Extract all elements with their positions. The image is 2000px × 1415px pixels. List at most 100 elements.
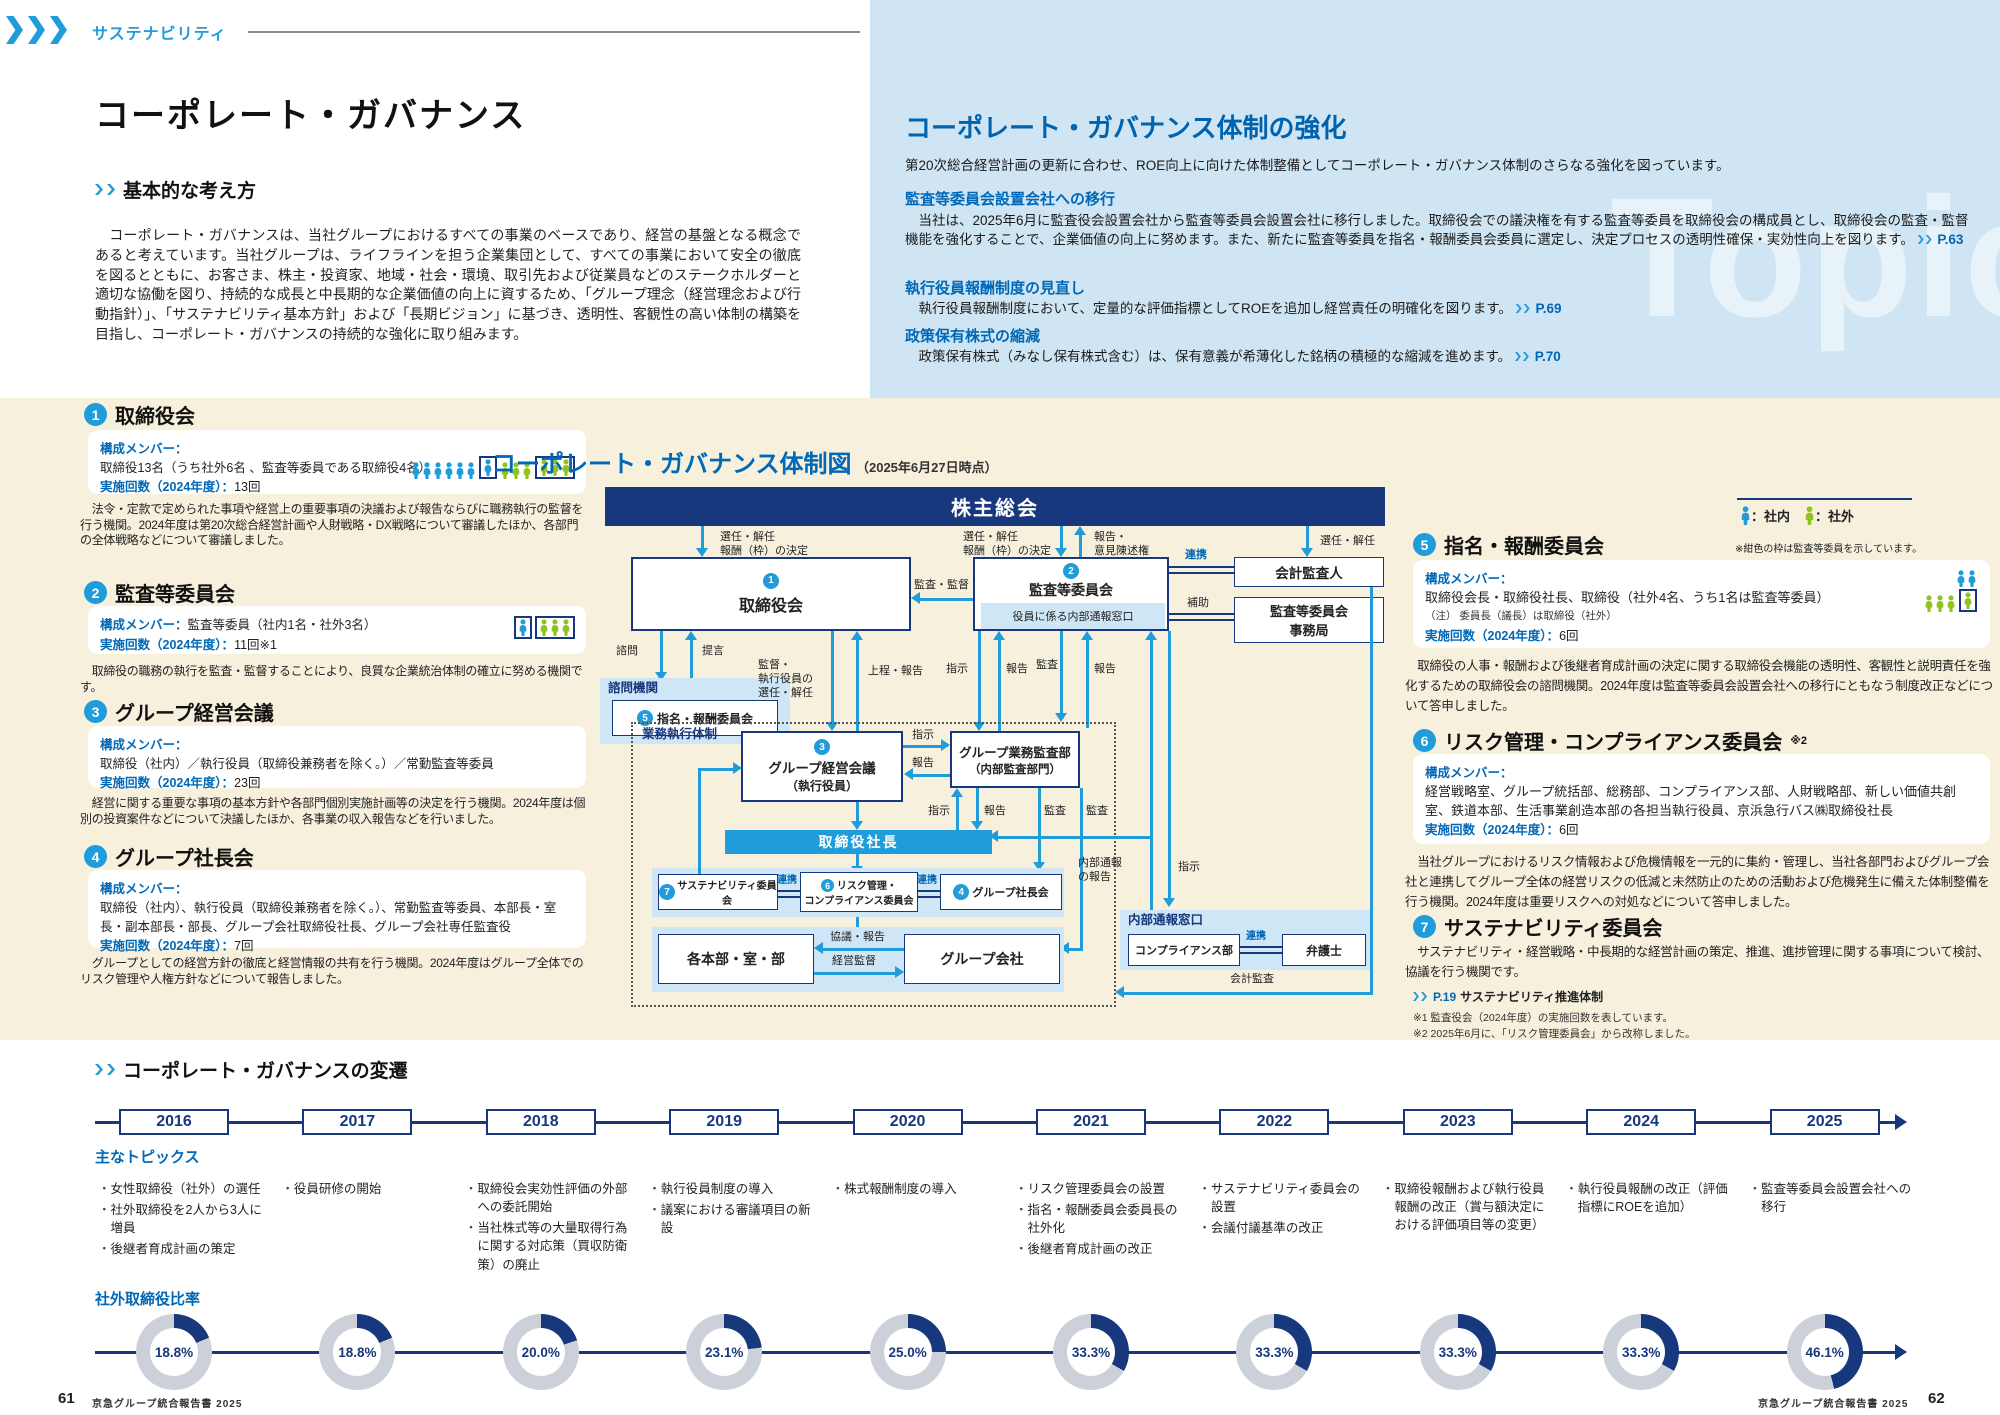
timeline-topic-item: ・議案における審議項目の新設 — [648, 1203, 811, 1236]
page-ref-link[interactable]: P.69 — [1515, 301, 1561, 316]
donut-value: 33.3% — [1433, 1328, 1482, 1376]
booklet-title-right: 京急グループ統合報告書 2025 — [1758, 1399, 1909, 1410]
edge-label: 報告 — [1006, 663, 1028, 675]
edge-label: 連携 — [777, 875, 797, 886]
node-board: 1 取締役会 — [631, 557, 911, 631]
edge-label: 会計監査 — [1230, 973, 1274, 985]
board-desc: 法令・定款で定められた事項や経営上の重要事項の決議および報告ならびに職務執行の監… — [80, 502, 584, 547]
donut-value: 33.3% — [1067, 1328, 1115, 1376]
hotline-label: 内部通報窓口 — [1128, 913, 1204, 927]
count-label: 実施回数（2024年度）： — [100, 776, 235, 790]
member-label: 構成メンバー： — [100, 618, 188, 632]
count-label: 実施回数（2024年度）： — [1425, 823, 1560, 837]
node-accounting-auditor: 会計監査人 — [1234, 557, 1384, 587]
footnote: ※1 監査役会（2024年度）の実施回数を表しています。 — [1413, 1012, 1674, 1024]
member-value: 取締役（社内）、執行役員（取締役兼務者を除く。）、常勤監査等委員、本部長・室長・… — [100, 901, 557, 934]
edge-label: 指示 — [912, 729, 934, 741]
count-value: 6回 — [1559, 823, 1579, 837]
timeline-year: 2018 — [485, 1109, 596, 1135]
edge-label: 監査 — [1044, 805, 1066, 817]
outside-director-ratio-donut: 33.3% — [1236, 1314, 1313, 1390]
sustainability-link[interactable]: P.19 サステナビリティ推進体制 — [1413, 988, 1603, 1005]
person-inside-icon-group — [479, 456, 497, 479]
outside-director-ratio-donut: 33.3% — [1053, 1314, 1129, 1390]
page-ref-link[interactable]: P.70 — [1514, 349, 1561, 364]
timeline-year: 2023 — [1402, 1109, 1513, 1135]
timeline-arrow-icon — [1895, 1114, 1907, 1130]
node-audit-dept: グループ業務監査部 （内部監査部門） — [950, 731, 1080, 788]
topic-item-body: 当社は、2025年6月に監査役会設置会社から監査等委員会設置会社に移行しました。… — [905, 211, 1980, 249]
group-mgmt-card: 構成メンバー： 取締役（社内）／執行役員（取締役兼務者を除く。）／常勤監査等委員… — [88, 726, 586, 790]
chevron-icon — [50, 16, 67, 44]
count-value: 6回 — [1559, 629, 1579, 643]
timeline-topic-item: ・株式報酬制度の導入 — [831, 1182, 957, 1196]
edge-label: 諮問 — [616, 645, 638, 657]
timeline-topic-item: ・取締役会実効性評価の外部への委託開始 — [464, 1182, 628, 1215]
ratio-arrow-icon — [1895, 1344, 1907, 1360]
topic-item-heading: 監査等委員会設置会社への移行 — [905, 191, 1116, 208]
person-outside-icon-group — [1924, 595, 1956, 612]
timeline-topic-item: ・当社株式等の大量取得行為に関する対応策（買収防衛策）の廃止 — [464, 1221, 628, 1272]
edge-label: 報告 — [984, 805, 1006, 817]
board-card: 構成メンバー： 取締役13名（うち社外6名 、監査等委員である取締役4名） 実施… — [88, 430, 586, 494]
edge-label: 選任・解任 — [1320, 535, 1375, 547]
count-label: 実施回数（2024年度）： — [1425, 629, 1560, 643]
topic-watermark: Topic — [1610, 163, 2000, 353]
count-value: 13回 — [234, 480, 261, 494]
outside-director-ratio-donut: 33.3% — [1603, 1314, 1680, 1390]
header-rule — [248, 31, 860, 33]
edge-label: 監査・監督 — [914, 579, 969, 591]
timeline-year: 2019 — [669, 1109, 780, 1135]
timeline-topic-item: ・執行役員制度の導入 — [648, 1182, 774, 1196]
node-audit-committee: 2 監査等委員会 役員に係る内部通報窓口 — [973, 557, 1169, 631]
node-group-companies: グループ会社 — [904, 934, 1060, 984]
topic-panel: Topic コーポレート・ガバナンス体制の強化 第20次総合経営計画の更新に合わ… — [870, 0, 2000, 398]
ratio-label: 社外取締役比率 — [95, 1291, 201, 1308]
member-label: 構成メンバー： — [100, 442, 188, 456]
member-label: 構成メンバー： — [100, 882, 188, 896]
edge-label: 指示 — [1178, 861, 1200, 873]
outside-director-ratio-donut: 33.3% — [1419, 1314, 1496, 1390]
chevron-icon — [107, 1064, 115, 1075]
edge-label: 監査 — [1086, 805, 1108, 817]
legend-note: ※紺色の枠は監査等委員を示しています。 — [1735, 544, 1923, 555]
member-note: （注） 委員長（議長）は取締役（社外） — [1425, 610, 1617, 622]
edge-label: 監査 — [1036, 659, 1058, 671]
intro-body: コーポレート・ガバナンスは、当社グループにおけるすべての事業のベースであり、経営… — [95, 227, 801, 342]
timeline-topic-item: ・後継者育成計画の策定 — [98, 1242, 236, 1257]
outside-director-ratio-donut: 46.1% — [1786, 1314, 1863, 1390]
timeline-topic-item: ・取締役報酬および執行役員報酬の改正（賞与額決定における評価項目等の変更） — [1381, 1182, 1545, 1233]
node-shareholders: 株主総会 — [605, 487, 1385, 526]
page-ref-link[interactable]: P.63 — [1917, 232, 1963, 247]
topic-panel-intro: 第20次総合経営計画の更新に合わせ、ROE向上に向けた体制整備としてコーポレート… — [905, 158, 1730, 173]
timeline-topic-item: ・リスク管理委員会の設置 — [1015, 1182, 1166, 1196]
presidents-council-desc: グループとしての経営方針の徹底と経営情報の共有を行う機関。2024年度はグループ… — [80, 956, 584, 986]
outside-director-ratio-donut: 20.0% — [502, 1314, 579, 1390]
node-audit-secretariat: 監査等委員会 事務局 — [1234, 597, 1384, 643]
audit-committee-card: 構成メンバー：監査等委員（社内1名・社外3名） 実施回数（2024年度）：11回… — [88, 606, 586, 654]
timeline-topics: ・役員研修の開始 — [281, 1180, 451, 1201]
member-value: 監査等委員（社内1名・社外3名） — [187, 618, 377, 632]
chevron-icon — [6, 16, 23, 44]
exec-system-label: 業務執行体制 — [642, 727, 718, 741]
outside-director-ratio-donut: 18.8% — [136, 1314, 212, 1390]
timeline-topics: ・リスク管理委員会の設置・指名・報酬委員会委員長の社外化・後継者育成計画の改正 — [1015, 1180, 1185, 1262]
timeline-year: 2020 — [852, 1109, 963, 1135]
presidents-council-card: 構成メンバー： 取締役（社内）、執行役員（取締役兼務者を除く。）、常勤監査等委員… — [88, 870, 586, 953]
edge-label: 報告・意見陳述権 — [1094, 531, 1149, 557]
edge-label: 指示 — [928, 805, 950, 817]
topic-panel-title: コーポレート・ガバナンス体制の強化 — [905, 113, 1347, 143]
node-audit-hotline: 役員に係る内部通報窓口 — [981, 603, 1165, 629]
node-risk-committee: 6 リスク管理・ コンプライアンス委員会 — [800, 872, 918, 912]
edge-label: 連携 — [1246, 931, 1266, 942]
legend-inside: ：社内 — [1740, 506, 1790, 525]
timeline-topic-item: ・執行役員報酬の改正（評価指標にROEを追加） — [1565, 1182, 1728, 1215]
timeline-topic-item: ・指名・報酬委員会委員長の社外化 — [1015, 1203, 1178, 1236]
edge-label: 報告 — [1094, 663, 1116, 675]
page-title: コーポレート・ガバナンス — [95, 97, 527, 135]
person-outside-icon-group — [535, 616, 575, 639]
node-lawyer: 弁護士 — [1282, 934, 1366, 966]
